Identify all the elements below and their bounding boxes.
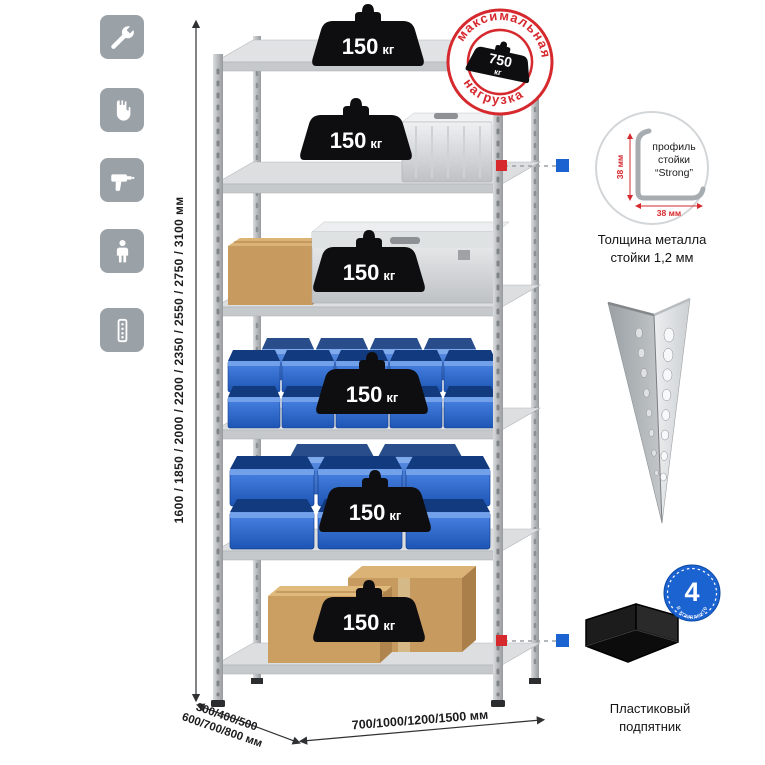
profile-detail-circle: 38 мм 38 мм профиль стойки “Strong” — [595, 111, 709, 225]
person-icon — [100, 229, 144, 273]
glove-icon — [100, 88, 144, 132]
load-value: 150 — [343, 610, 380, 635]
foot-caption: Пластиковый подпятник — [565, 700, 735, 735]
profile-dim-vertical: 38 мм — [615, 155, 625, 179]
load-unit: кг — [383, 268, 396, 283]
profile-dim-horizontal: 38 мм — [657, 208, 681, 218]
height-dimension-label: 1600 / 1850 / 2000 / 2200 / 2350 / 2550 … — [172, 196, 186, 524]
post-profile-drawing — [635, 128, 706, 201]
load-value: 150 — [330, 128, 367, 153]
cardboard-box-small — [228, 238, 324, 305]
leader-top — [496, 159, 569, 172]
load-value: 150 — [342, 34, 379, 59]
depth-dimension-arrow — [196, 703, 301, 745]
profile-caption-line-2: стойки 1,2 мм — [610, 249, 694, 265]
wrench-icon — [100, 15, 144, 59]
stamp-load-unit: кг — [493, 67, 503, 77]
red-marker-square — [496, 635, 507, 646]
max-load-stamp: максимальная нагрузка 750 кг — [446, 0, 562, 116]
post-holes-left — [635, 327, 659, 477]
profile-label-2: стойки — [658, 154, 690, 166]
rack-foot — [491, 700, 505, 707]
load-unit: кг — [389, 508, 402, 523]
drill-icon — [100, 158, 144, 202]
kit-count-value: 4 — [684, 577, 699, 607]
blue-marker-square — [556, 159, 569, 172]
red-marker-square — [496, 160, 507, 171]
leader-bottom — [496, 634, 569, 647]
blue-marker-square — [556, 634, 569, 647]
load-value: 150 — [343, 260, 380, 285]
post-holes-right — [660, 327, 675, 482]
rack-front-right-post — [493, 54, 503, 704]
profile-caption: Толщина металла стойки 1,2 мм — [567, 231, 737, 266]
load-value: 150 — [346, 382, 383, 407]
load-unit: кг — [370, 136, 383, 151]
rack-foot — [529, 678, 541, 684]
width-dimension-arrow — [298, 716, 546, 745]
load-unit: кг — [382, 42, 395, 57]
foot-caption-line-2: подпятник — [619, 718, 681, 734]
aluminium-case — [401, 112, 505, 183]
foot-caption-line-1: Пластиковый — [609, 701, 691, 716]
load-value: 150 — [349, 500, 386, 525]
profile-caption-line-1: Толщина металла — [597, 232, 707, 247]
stamp-load-value: 750 — [487, 50, 513, 71]
perforated-post-icon — [100, 308, 144, 352]
rack-foot — [251, 678, 263, 684]
load-unit: кг — [383, 618, 396, 633]
load-unit: кг — [386, 390, 399, 405]
corner-post-image — [607, 297, 691, 524]
profile-label-1: профиль — [652, 141, 696, 153]
kit-count-badge: 4 в комплекте — [663, 564, 721, 622]
plastic-foot-image — [585, 603, 679, 663]
profile-label-3: “Strong” — [655, 167, 693, 179]
rack-front-left-post — [213, 54, 223, 704]
